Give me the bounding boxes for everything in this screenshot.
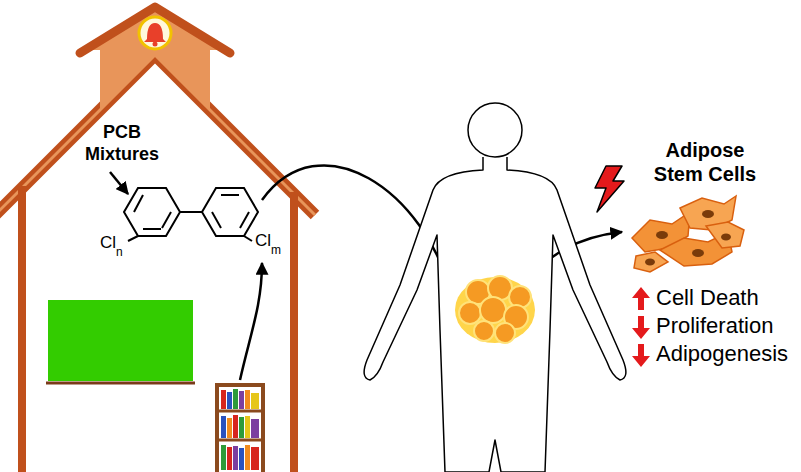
bookshelf-part	[217, 410, 263, 413]
stem-cells-part-part	[645, 259, 655, 266]
effect-arrows-part	[632, 287, 650, 310]
bell-tower-part	[84, 7, 226, 50]
adipose-tissue-part	[474, 321, 494, 341]
bookshelf-part	[233, 446, 238, 470]
effect-label: Adipogenesis	[656, 341, 788, 367]
stem-cell-label: Adipose Stem Cells	[649, 138, 761, 186]
stem-cells-part-part	[656, 231, 668, 239]
biphenyl-molecule-part	[240, 212, 249, 228]
subscript-n: n	[116, 245, 123, 259]
stem-cells-part	[634, 252, 668, 272]
chalkboard	[46, 300, 195, 383]
bookshelf-part	[217, 385, 263, 472]
biphenyl-molecule-part	[180, 211, 202, 213]
stem-cells-part-part	[692, 249, 704, 257]
biphenyl-molecule-part	[143, 228, 161, 230]
biphenyl-molecule-part	[124, 188, 180, 236]
adipose-tissue-part	[480, 297, 506, 323]
bookshelf-part	[233, 389, 238, 409]
chalkboard-part	[48, 300, 193, 381]
human-body-part	[364, 157, 626, 472]
bookshelf-part	[221, 390, 226, 409]
stem-cells-part	[706, 222, 744, 248]
exposure-arrows-part	[240, 263, 262, 380]
biphenyl-molecule-part	[212, 212, 221, 228]
bookshelf-part	[251, 419, 259, 438]
pcb-label: PCB Mixtures	[72, 122, 172, 165]
bell-icon-part	[139, 17, 171, 49]
bell-icon	[139, 17, 171, 49]
biphenyl-molecule	[124, 188, 258, 241]
bookshelf-part	[227, 392, 232, 409]
bookshelf-part	[251, 393, 259, 409]
school-walls-part	[18, 186, 26, 472]
chalkboard-part	[46, 382, 195, 385]
bookshelf-part	[227, 447, 232, 470]
stem-cells-part	[660, 232, 732, 266]
effect-label: Cell Death	[656, 285, 759, 311]
human-body	[364, 103, 626, 472]
bookshelf-part	[245, 390, 250, 409]
biphenyl-molecule-part	[162, 212, 171, 228]
bookshelf	[217, 385, 263, 472]
bookshelf-part	[245, 445, 250, 470]
adipose-tissue	[455, 276, 535, 343]
school-walls-part	[290, 192, 298, 472]
chlorine-symbol: Cl	[100, 233, 116, 253]
bell-icon-part	[144, 23, 166, 42]
biphenyl-molecule-part	[134, 195, 143, 212]
biphenyl-molecule-part	[202, 188, 258, 236]
bookshelf-part	[245, 416, 250, 438]
effect-arrows-part	[632, 344, 650, 367]
bell-icon-part	[153, 42, 158, 47]
adipose-tissue-part	[459, 302, 481, 324]
biphenyl-molecule-part	[221, 194, 239, 196]
adipose-tissue-part	[495, 323, 515, 343]
chlorine-symbol: Cl	[255, 231, 271, 251]
bookshelf-part	[227, 418, 232, 438]
bell-tower	[80, 7, 230, 110]
effect-arrows	[632, 287, 650, 367]
bookshelf-part	[217, 439, 263, 442]
lightning-bolt	[595, 166, 624, 212]
adipose-tissue-part	[455, 277, 535, 343]
lightning-bolt-part	[595, 166, 624, 212]
biphenyl-molecule-part	[244, 236, 252, 241]
effect-label: Proliferation	[656, 313, 773, 339]
stem-cells	[632, 196, 744, 272]
bookshelf-part	[239, 391, 244, 409]
school-walls	[22, 186, 294, 472]
exposure-arrows-part	[110, 172, 128, 194]
bookshelf-part	[221, 416, 226, 438]
effect-arrows-part	[632, 316, 650, 339]
bell-tower-part	[80, 7, 230, 53]
bookshelf-part	[251, 447, 259, 470]
subscript-m: m	[271, 243, 281, 257]
bookshelf-part	[233, 415, 238, 438]
bookshelf-part	[239, 448, 244, 470]
human-body-part	[468, 103, 522, 157]
biphenyl-molecule-part	[128, 236, 138, 241]
bookshelf-part	[221, 445, 226, 470]
bookshelf-part	[239, 417, 244, 438]
stem-cells-part-part	[702, 210, 714, 218]
stem-cells-part-part	[721, 234, 731, 241]
stem-cells-part	[645, 210, 731, 266]
